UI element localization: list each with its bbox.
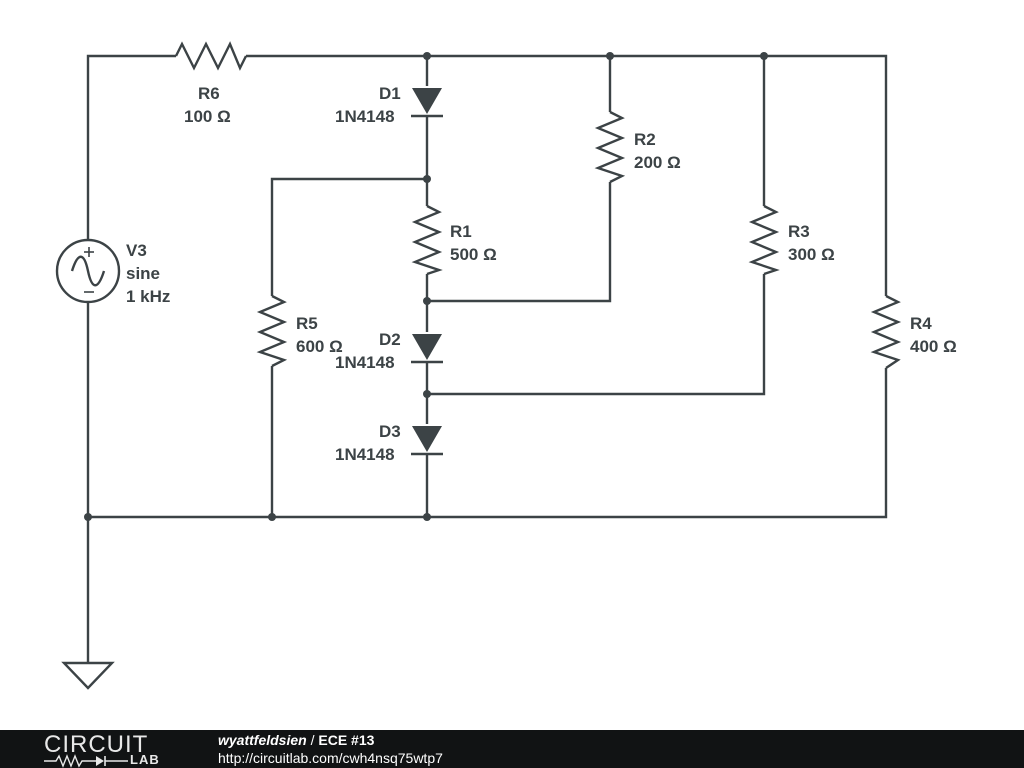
title-separator: / <box>306 732 319 748</box>
logo-resistor-diode-icon <box>44 754 128 768</box>
resistor-r3[interactable]: R3 300 Ω <box>748 204 835 276</box>
d1-value-label: 1N4148 <box>335 107 395 126</box>
r4-ref-label: R4 <box>910 314 932 333</box>
resistor-r2-symbol <box>594 110 626 184</box>
d2-value-label: 1N4148 <box>335 353 395 372</box>
ground-symbol[interactable] <box>61 661 115 690</box>
footer-bar: CIRCUIT LAB wyattfeldsien / ECE #13 http… <box>0 730 1024 768</box>
wires <box>86 54 888 662</box>
footer-info: wyattfeldsien / ECE #13 http://circuitla… <box>218 731 443 767</box>
junction-dot <box>423 513 431 521</box>
resistor-r4[interactable]: R4 400 Ω <box>870 294 957 369</box>
diode-d3[interactable]: D3 1N4148 <box>335 422 443 464</box>
d3-ref-label: D3 <box>379 422 401 441</box>
r6-value-label: 100 Ω <box>184 107 231 126</box>
wire-r5-top <box>270 177 427 296</box>
ground-icon <box>61 661 115 690</box>
voltage-source-v3[interactable]: V3 sine 1 kHz <box>55 238 170 306</box>
r1-ref-label: R1 <box>450 222 472 241</box>
resistor-r6-symbol <box>174 41 248 71</box>
circuit-title: ECE #13 <box>318 732 375 748</box>
diode-d1[interactable]: D1 1N4148 <box>335 84 443 126</box>
diode-d1-triangle <box>412 88 442 114</box>
wire-bottom-rail <box>88 368 888 519</box>
r6-ref-label: R6 <box>198 84 220 103</box>
resistor-r5-symbol <box>256 294 288 368</box>
diode-d2[interactable]: D2 1N4148 <box>335 330 443 372</box>
footer-title-line: wyattfeldsien / ECE #13 <box>218 731 443 749</box>
diode-d2-triangle <box>412 334 442 360</box>
v3-type-label: sine <box>126 264 160 283</box>
sine-wave-icon <box>70 255 106 287</box>
r4-value-label: 400 Ω <box>910 337 957 356</box>
junction-dot <box>84 513 92 521</box>
author-link[interactable]: wyattfeldsien <box>218 732 307 748</box>
junction-dot <box>606 52 614 60</box>
resistor-r6[interactable]: R6 100 Ω <box>174 41 248 126</box>
circuit-url[interactable]: http://circuitlab.com/cwh4nsq75wtp7 <box>218 750 443 766</box>
r5-value-label: 600 Ω <box>296 337 343 356</box>
resistor-r5[interactable]: R5 600 Ω <box>256 294 343 368</box>
r2-ref-label: R2 <box>634 130 656 149</box>
wire-top-rail <box>246 54 888 296</box>
junction-dot <box>760 52 768 60</box>
d3-value-label: 1N4148 <box>335 445 395 464</box>
r3-ref-label: R3 <box>788 222 810 241</box>
r5-ref-label: R5 <box>296 314 318 333</box>
wire-r2-bottom <box>427 182 612 303</box>
resistor-r2[interactable]: R2 200 Ω <box>594 110 681 184</box>
resistor-r1[interactable]: R1 500 Ω <box>411 204 497 276</box>
source-v3-circle <box>55 238 121 304</box>
junction-dot <box>423 390 431 398</box>
r3-value-label: 300 Ω <box>788 245 835 264</box>
resistor-r3-symbol <box>748 204 780 276</box>
junction-dot <box>423 175 431 183</box>
resistor-r4-symbol <box>870 294 902 369</box>
d1-ref-label: D1 <box>379 84 401 103</box>
schematic-canvas: R6 100 Ω R2 200 Ω R1 500 Ω R3 300 Ω R5 6… <box>55 41 957 690</box>
v3-freq-label: 1 kHz <box>126 287 170 306</box>
d2-ref-label: D2 <box>379 330 401 349</box>
junction-dot <box>268 513 276 521</box>
circuitlab-logo[interactable]: CIRCUIT LAB <box>44 731 174 768</box>
wire-left-top <box>86 54 176 240</box>
logo-text-lab: LAB <box>130 752 160 767</box>
diode-d3-triangle <box>412 426 442 452</box>
resistor-r1-symbol <box>411 204 443 276</box>
junction-dot <box>423 52 431 60</box>
r1-value-label: 500 Ω <box>450 245 497 264</box>
junction-dot <box>423 297 431 305</box>
r2-value-label: 200 Ω <box>634 153 681 172</box>
v3-ref-label: V3 <box>126 241 147 260</box>
wire-r3-bottom <box>427 274 766 396</box>
junctions <box>84 52 768 521</box>
logo-text-circuit: CIRCUIT <box>44 731 149 758</box>
